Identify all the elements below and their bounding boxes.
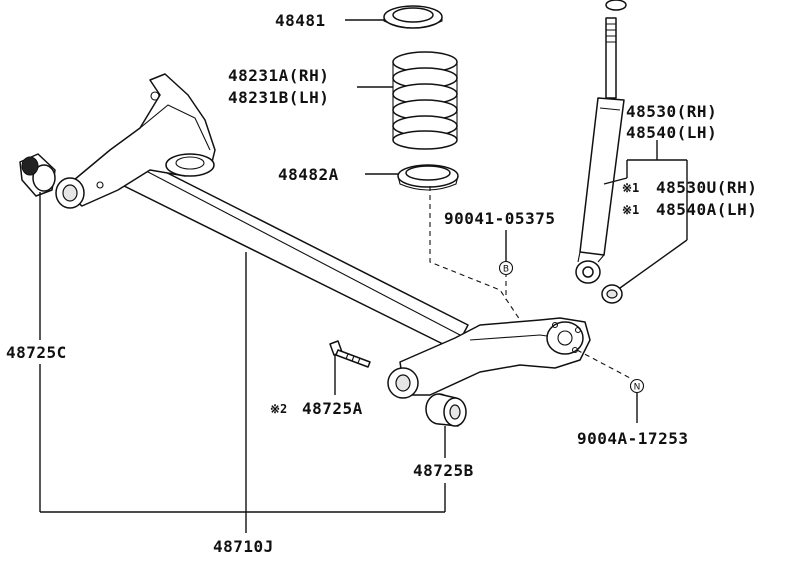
spring-lower-insulator-drawing[interactable] <box>397 164 459 191</box>
shock-absorber-drawing[interactable] <box>575 0 627 284</box>
leader-lines <box>39 19 688 533</box>
label-bolt-48725a[interactable]: 48725A <box>302 399 363 418</box>
note-mark-shock-lh: ※1 <box>622 203 639 217</box>
bushing-48725c-drawing[interactable] <box>19 153 56 197</box>
label-shock-absorber-alt-rh[interactable]: 48530U(RH) <box>656 178 757 197</box>
nut-marker-letter: N <box>634 383 641 393</box>
label-axle-beam[interactable]: 48710J <box>213 537 274 556</box>
bolt-48725a-drawing[interactable] <box>329 340 371 368</box>
label-bushing-48725c[interactable]: 48725C <box>6 343 67 362</box>
assembly-dashed-lines <box>429 186 631 379</box>
label-shock-absorber-rh[interactable]: 48530(RH) <box>626 102 717 121</box>
note-mark-bolt-48725a: ※2 <box>270 402 287 416</box>
label-nut-9004a[interactable]: 9004A-17253 <box>577 429 688 448</box>
shock-bushing-drawing[interactable] <box>601 284 623 304</box>
label-spring-upper-seat[interactable]: 48481 <box>275 11 326 30</box>
spring-upper-seat-drawing[interactable] <box>383 5 443 29</box>
axle-beam-drawing[interactable] <box>55 73 591 399</box>
coil-spring-drawing[interactable] <box>392 51 458 150</box>
label-bushing-48725b[interactable]: 48725B <box>413 461 474 480</box>
bolt-marker-letter: B <box>503 265 509 275</box>
label-shock-absorber-lh[interactable]: 48540(LH) <box>626 123 717 142</box>
nut-marker: N <box>629 378 645 394</box>
note-mark-shock-rh: ※1 <box>622 181 639 195</box>
label-bolt-90041[interactable]: 90041-05375 <box>444 209 555 228</box>
label-shock-absorber-alt-lh[interactable]: 48540A(LH) <box>656 200 757 219</box>
label-coil-spring-rh[interactable]: 48231A(RH) <box>228 66 329 85</box>
bolt-marker: B <box>498 260 514 276</box>
label-coil-spring-lh[interactable]: 48231B(LH) <box>228 88 329 107</box>
bushing-48725b-drawing[interactable] <box>425 393 467 427</box>
label-spring-lower-insulator[interactable]: 48482A <box>278 165 339 184</box>
